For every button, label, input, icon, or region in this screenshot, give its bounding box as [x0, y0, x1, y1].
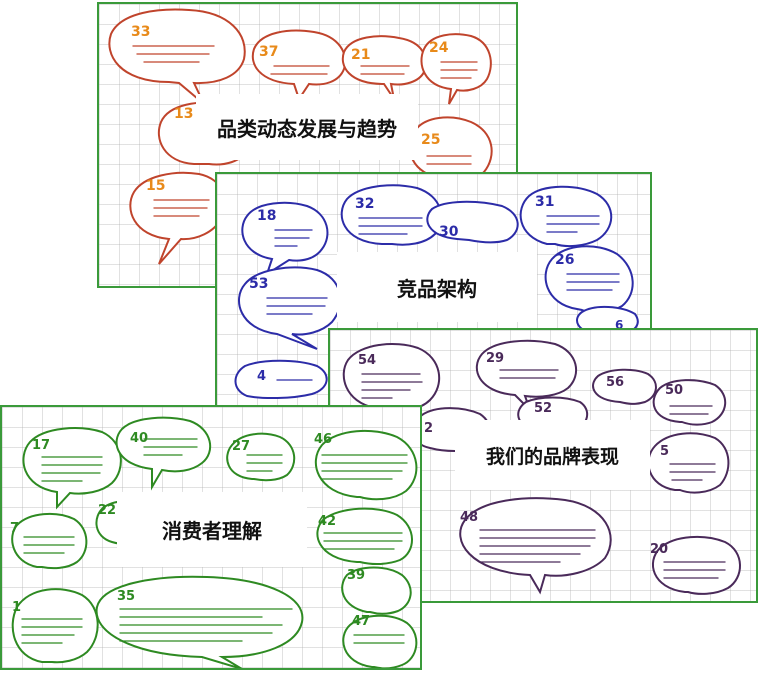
speech-bubble: 20: [650, 535, 741, 595]
bubble-number: 32: [355, 196, 374, 212]
speech-bubble: 26: [544, 245, 634, 314]
bubble-number: 53: [249, 276, 268, 292]
bubble-text-lines: [132, 45, 478, 217]
bubble-number: 5: [660, 444, 669, 459]
speech-bubble: 50: [652, 379, 727, 426]
bubble-number: 18: [257, 208, 276, 224]
bubble-number: 30: [439, 224, 459, 240]
bubble-number: 46: [314, 432, 332, 447]
bubble-number: 17: [32, 438, 50, 453]
bubble-number: 31: [535, 194, 554, 210]
speech-bubble: 42: [316, 507, 413, 566]
speech-bubble: 30: [426, 200, 519, 244]
speech-bubble: 5: [647, 432, 730, 494]
bubble-number: 35: [117, 589, 135, 604]
speech-bubble: 47: [342, 614, 418, 668]
bubble-number: 40: [130, 431, 148, 446]
speech-bubble: 7: [10, 512, 88, 570]
speech-bubble: 32: [340, 184, 443, 246]
bubble-number: 21: [351, 47, 370, 63]
speech-bubble: 35: [95, 575, 304, 668]
card-brand: 54 29 56 50 5 2 52 48: [328, 328, 758, 603]
speech-bubble: 1: [11, 588, 99, 664]
bubble-text-lines: [266, 215, 620, 381]
speech-bubble: 37: [251, 29, 347, 102]
bubble-number: 24: [429, 40, 449, 56]
bubble-number: 2: [424, 421, 433, 436]
bubble-number: 52: [534, 401, 552, 416]
bubble-number: 6: [615, 318, 623, 332]
bubble-group-brand: 54 29 56 50 5 2 52 48: [342, 339, 741, 595]
bubble-number: 56: [606, 375, 624, 390]
speech-bubble: 17: [22, 427, 122, 510]
bubble-number: 42: [318, 514, 336, 529]
speech-bubble: 53: [238, 266, 342, 350]
bubble-number: 54: [358, 353, 376, 368]
card-title-competitor: 竞品架构: [337, 252, 537, 322]
speech-bubble: 24: [420, 33, 492, 105]
speech-bubble: 15: [129, 171, 227, 265]
speech-bubble: 39: [341, 566, 412, 615]
bubble-number: 26: [555, 252, 574, 268]
card-title-brand: 我们的品牌表现: [455, 420, 650, 490]
speech-bubble: 33: [108, 8, 246, 105]
bubble-number: 50: [665, 383, 683, 398]
bubble-number: 20: [650, 542, 668, 557]
speech-bubble: 21: [341, 35, 427, 100]
bubble-text-lines: [361, 369, 726, 579]
speech-bubble: 29: [476, 339, 577, 411]
bubble-number: 4: [257, 369, 266, 384]
bubble-text-lines: [21, 438, 408, 644]
card-category: 33 37 21 24 13 25 15: [97, 2, 518, 288]
card-title-consumer: 消费者理解: [117, 492, 307, 567]
bubble-number: 27: [232, 439, 250, 454]
bubble-number: 29: [486, 351, 504, 366]
bubble-number: 39: [347, 568, 365, 583]
speech-bubble: 40: [115, 416, 211, 491]
bubble-number: 22: [98, 503, 116, 518]
bubble-group-category: 33 37 21 24 13 25 15: [108, 8, 493, 265]
bubble-number: 33: [131, 24, 150, 40]
bubble-number: 25: [421, 132, 440, 148]
speech-bubble: 46: [314, 429, 418, 501]
bubble-number: 7: [10, 521, 19, 536]
bubble-number: 47: [352, 614, 370, 629]
bubble-number: 48: [460, 510, 478, 525]
speech-bubble: 48: [459, 497, 612, 595]
bubble-number: 1: [12, 600, 21, 615]
bubble-group-competitor: 18 32 30 31 26 53 4 6: [234, 184, 639, 400]
speech-bubble: 56: [592, 368, 657, 405]
bubble-number: 13: [174, 106, 193, 122]
card-consumer: 17 40 27 46 7 22 42 39: [0, 405, 422, 670]
bubble-number: 15: [146, 178, 165, 194]
card-title-category: 品类动态发展与趋势: [196, 94, 418, 160]
speech-bubble: 27: [226, 432, 296, 482]
bubble-number: 37: [259, 44, 278, 60]
